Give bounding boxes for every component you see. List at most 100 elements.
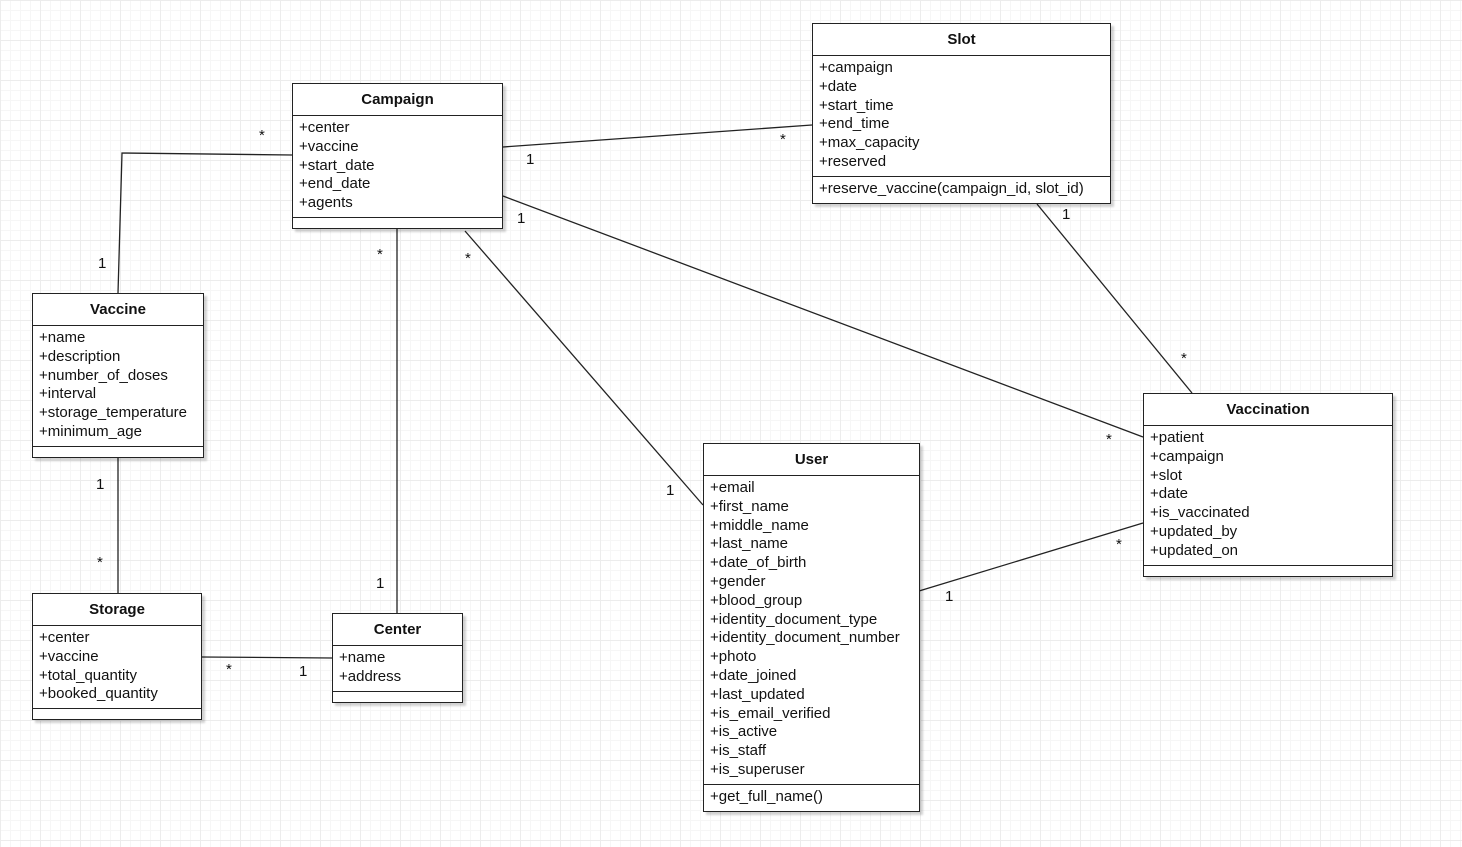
- vaccination-methods: [1144, 566, 1392, 576]
- mult-vaccine-storage-storage-end: *: [97, 554, 103, 571]
- vaccination-attribute: +updated_by: [1150, 522, 1238, 540]
- center-class-name: Center: [333, 614, 462, 646]
- vaccine-attribute: +description: [39, 347, 121, 365]
- mult-campaign-vaccine-vaccine-end: 1: [98, 255, 107, 272]
- class-slot[interactable]: Slot+campaign+date+start_time+end_time+m…: [812, 23, 1111, 204]
- association-campaign-vaccination[interactable]: [502, 195, 1144, 438]
- user-attribute: +last_updated: [710, 685, 805, 703]
- center-attribute: +name: [339, 649, 386, 666]
- class-center[interactable]: Center+name+address: [332, 613, 463, 703]
- slot-class-name: Slot: [813, 24, 1110, 56]
- mult-storage-center-storage-end: *: [226, 661, 232, 678]
- user-attribute: +middle_name: [710, 516, 809, 534]
- slot-attribute: +max_capacity: [819, 134, 920, 152]
- campaign-attribute: +end_date: [299, 175, 371, 193]
- user-class-name: User: [704, 444, 919, 476]
- mult-storage-center-center-end: 1: [299, 663, 308, 680]
- vaccination-class-name: Vaccination: [1144, 394, 1392, 426]
- user-attribute: +is_staff: [710, 742, 767, 760]
- vaccine-class-name: Vaccine: [33, 294, 203, 326]
- campaign-attributes: +center+vaccine+start_date+end_date+agen…: [293, 116, 502, 218]
- mult-campaign-user-user-end: 1: [666, 482, 675, 499]
- center-attribute: +address: [339, 667, 402, 685]
- mult-vaccine-storage-vaccine-end: 1: [96, 476, 105, 493]
- storage-attribute: +booked_quantity: [39, 685, 158, 703]
- association-user-vaccination[interactable]: [918, 522, 1144, 592]
- campaign-attribute: +center: [299, 119, 350, 136]
- mult-campaign-user-campaign-end: *: [465, 250, 471, 267]
- user-attribute: +email: [710, 479, 755, 496]
- storage-attributes: +center+vaccine+total_quantity+booked_qu…: [33, 626, 201, 710]
- slot-attribute: +start_time: [819, 96, 894, 114]
- vaccination-attribute: +slot: [1150, 466, 1183, 484]
- mult-campaign-vaccination-campaign-end: 1: [517, 210, 526, 227]
- class-campaign[interactable]: Campaign+center+vaccine+start_date+end_d…: [292, 83, 503, 229]
- mult-campaign-vaccination-vaccination-end: *: [1106, 431, 1112, 448]
- campaign-attribute: +agents: [299, 194, 353, 212]
- association-slot-vaccination[interactable]: [1036, 203, 1193, 394]
- campaign-attribute: +start_date: [299, 156, 375, 174]
- user-attribute: +date_of_birth: [710, 554, 807, 572]
- user-attribute: +date_joined: [710, 666, 797, 684]
- storage-attribute: +center: [39, 629, 90, 646]
- center-attributes: +name+address: [333, 646, 462, 692]
- slot-methods: +reserve_vaccine(campaign_id, slot_id): [813, 177, 1110, 203]
- vaccination-attribute: +patient: [1150, 429, 1204, 446]
- association-campaign-slot[interactable]: [502, 124, 813, 148]
- user-attribute: +is_email_verified: [710, 704, 831, 722]
- association-storage-center[interactable]: [201, 656, 333, 659]
- campaign-attribute: +vaccine: [299, 137, 359, 155]
- mult-campaign-center-center-end: 1: [376, 575, 385, 592]
- class-vaccine[interactable]: Vaccine+name+description+number_of_doses…: [32, 293, 204, 458]
- slot-attribute: +end_time: [819, 115, 890, 133]
- class-user[interactable]: User +email+first_name+middle_name+last_n…: [703, 443, 920, 812]
- storage-class-name: Storage: [33, 594, 201, 626]
- vaccination-attribute: +date: [1150, 485, 1188, 503]
- mult-campaign-slot-campaign-end: 1: [526, 151, 535, 168]
- campaign-methods: [293, 218, 502, 228]
- vaccination-attribute: +is_vaccinated: [1150, 504, 1250, 522]
- user-attribute: +identity_document_type: [710, 610, 878, 628]
- slot-attribute: +date: [819, 77, 857, 95]
- user-attribute: +identity_document_number: [710, 629, 900, 647]
- mult-user-vaccination-vaccination-end: *: [1116, 536, 1122, 553]
- vaccine-attribute: +name: [39, 329, 86, 346]
- vaccine-attribute: +interval: [39, 385, 97, 403]
- campaign-class-name: Campaign: [293, 84, 502, 116]
- storage-methods: [33, 709, 201, 719]
- mult-campaign-slot-slot-end: *: [780, 131, 786, 148]
- slot-method: +reserve_vaccine(campaign_id, slot_id): [819, 179, 1084, 197]
- class-storage[interactable]: Storage+center+vaccine+total_quantity+bo…: [32, 593, 202, 721]
- class-vaccination[interactable]: Vaccination+patient+campaign+slot+date+i…: [1143, 393, 1393, 577]
- mult-slot-vaccination-vaccination-end: *: [1181, 350, 1187, 367]
- slot-attribute: +reserved: [819, 152, 887, 170]
- vaccine-attributes: +name+description+number_of_doses+interv…: [33, 326, 203, 447]
- mult-slot-vaccination-slot-end: 1: [1062, 206, 1071, 223]
- user-method: +get_full_name(): [710, 787, 823, 805]
- storage-attribute: +vaccine: [39, 647, 99, 665]
- user-attribute: +photo: [710, 648, 757, 666]
- storage-attribute: +total_quantity: [39, 666, 137, 684]
- vaccine-attribute: +minimum_age: [39, 422, 142, 440]
- mult-campaign-vaccine-campaign-end: *: [259, 127, 265, 144]
- user-attribute: +last_name: [710, 535, 788, 553]
- user-methods: +get_full_name(): [704, 785, 919, 811]
- vaccine-attribute: +number_of_doses: [39, 366, 168, 384]
- vaccination-attributes: +patient+campaign+slot+date+is_vaccinate…: [1144, 426, 1392, 566]
- user-attribute: +gender: [710, 572, 766, 590]
- vaccination-attribute: +campaign: [1150, 447, 1224, 465]
- mult-user-vaccination-user-end: 1: [945, 588, 954, 605]
- association-campaign-user[interactable]: [464, 230, 704, 506]
- user-attribute: +is_active: [710, 723, 778, 741]
- vaccination-attribute: +updated_on: [1150, 541, 1239, 559]
- association-campaign-vaccine[interactable]: [117, 152, 293, 294]
- user-attribute: +first_name: [710, 497, 789, 515]
- slot-attributes: +campaign+date+start_time+end_time+max_c…: [813, 56, 1110, 177]
- slot-attribute: +campaign: [819, 59, 893, 76]
- user-attribute: +is_superuser: [710, 760, 805, 778]
- mult-campaign-center-campaign-end: *: [377, 246, 383, 263]
- vaccine-attribute: +storage_temperature: [39, 404, 188, 422]
- vaccine-methods: [33, 447, 203, 457]
- user-attribute: +blood_group: [710, 591, 803, 609]
